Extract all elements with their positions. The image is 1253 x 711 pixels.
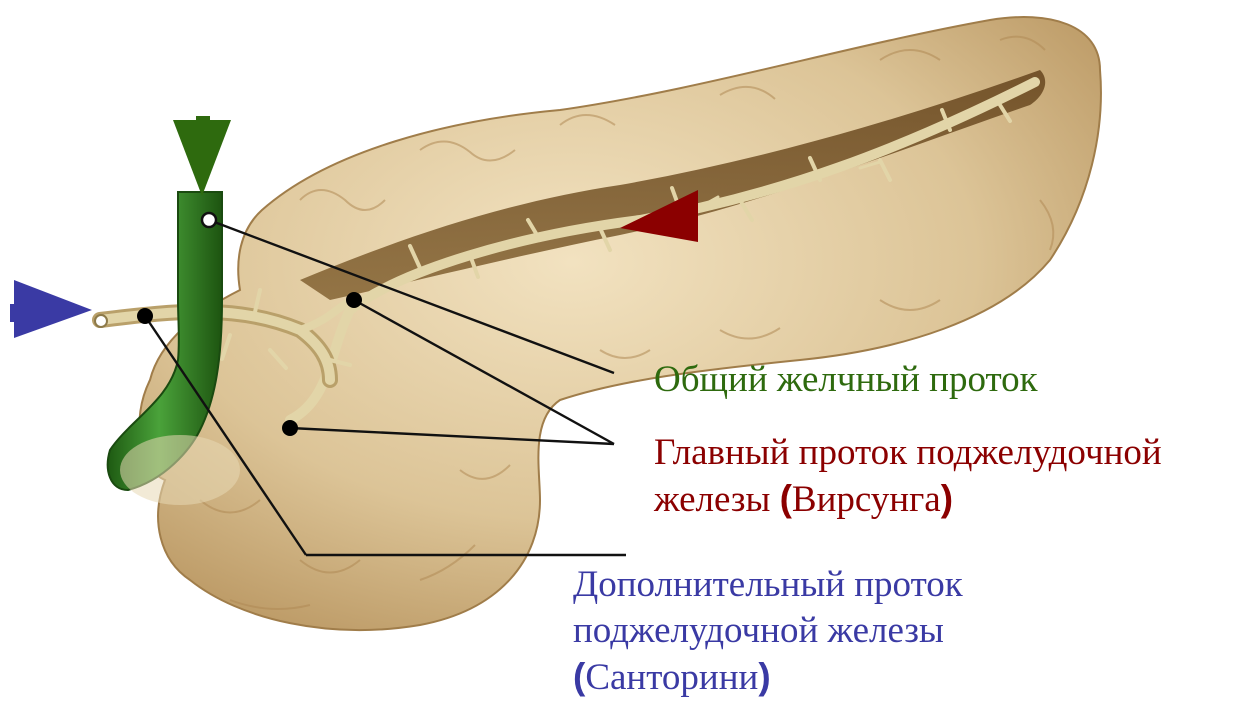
label-accessory-line3: (Санторини) [573, 654, 963, 701]
label-main-duct-eponym: Вирсунга [792, 479, 941, 520]
label-main-pancreatic-duct: Главный проток поджелудочной железы (Вир… [654, 430, 1162, 523]
pointer-dot-main-duct-lower [282, 420, 298, 436]
blue-arrow-icon [10, 280, 92, 338]
green-arrow-icon [173, 116, 231, 196]
pointer-dot-accessory-duct [137, 308, 153, 324]
duodenal-stump [120, 435, 240, 505]
label-main-duct-line2: железы (Вирсунга) [654, 476, 1162, 523]
label-main-duct-line1: Главный проток поджелудочной [654, 430, 1162, 476]
label-accessory-eponym: Санторини [585, 657, 758, 698]
label-accessory-line2: поджелудочной железы [573, 608, 963, 654]
label-accessory-paren-close: ) [758, 656, 770, 697]
pointer-dot-main-duct-upper [346, 292, 362, 308]
label-accessory-paren-open: ( [573, 656, 585, 697]
label-common-bile-duct-text: Общий желчный проток [654, 359, 1038, 400]
pointer-dot-common-bile-duct [202, 213, 216, 227]
label-main-duct-word: железы [654, 479, 780, 520]
label-main-duct-paren-close: ) [941, 478, 953, 519]
label-accessory-line1: Дополнительный проток [573, 562, 963, 608]
label-accessory-pancreatic-duct: Дополнительный проток поджелудочной желе… [573, 562, 963, 701]
label-common-bile-duct: Общий желчный проток [654, 357, 1038, 403]
label-main-duct-paren-open: ( [780, 478, 792, 519]
